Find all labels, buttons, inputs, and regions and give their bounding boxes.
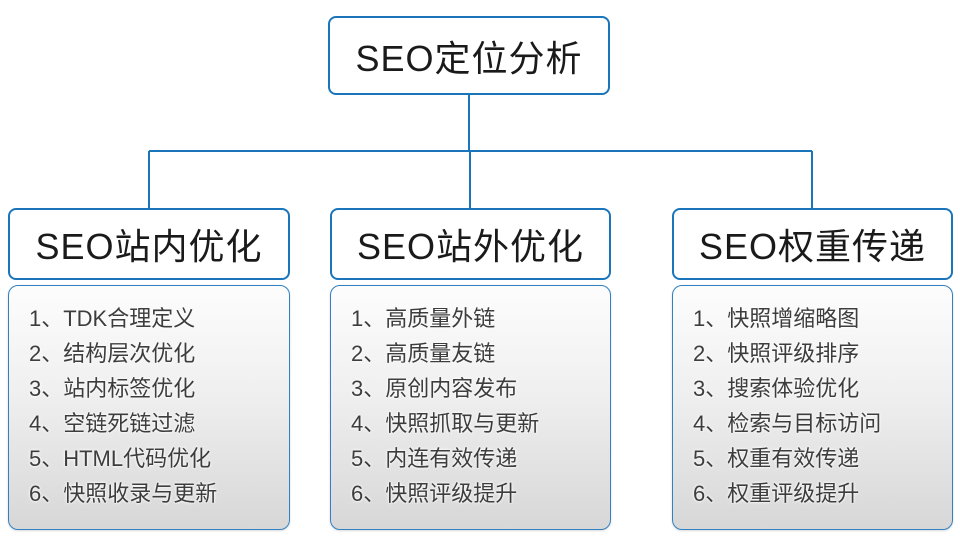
list-item: 4、快照抓取与更新 [351,411,540,436]
branch-title: SEO站内优化 [35,226,263,267]
branch-title: SEO权重传递 [698,226,927,267]
branch-title: SEO站外优化 [356,226,585,267]
branch-offsite: SEO站外优化 1、高质量外链 2、高质量友链 3、原创内容发布 4、快照抓取与… [330,208,611,530]
branch-weight: SEO权重传递 1、快照增缩略图 2、快照评级排序 3、搜索体验优化 4、检索与… [672,208,953,530]
list-item: 1、TDK合理定义 [29,306,196,331]
branch-node-weight: SEO权重传递 [672,208,953,280]
list-item: 4、空链死链过滤 [29,411,196,436]
list-item: 6、权重评级提升 [693,481,860,506]
branch-list-weight: 1、快照增缩略图 2、快照评级排序 3、搜索体验优化 4、检索与目标访问 5、权… [672,285,953,530]
root-node: SEO定位分析 [328,16,610,95]
list-item: 2、结构层次优化 [29,341,196,366]
branch-list-offsite: 1、高质量外链 2、高质量友链 3、原创内容发布 4、快照抓取与更新 5、内连有… [330,285,611,530]
list-item: 3、站内标签优化 [29,376,196,401]
branch-list-onsite: 1、TDK合理定义 2、结构层次优化 3、站内标签优化 4、空链死链过滤 5、H… [8,285,290,530]
list-item: 6、快照评级提升 [351,481,518,506]
list-item: 5、权重有效传递 [693,446,860,471]
list-item: 5、内连有效传递 [351,446,518,471]
list-item: 3、搜索体验优化 [693,376,860,401]
list-item: 6、快照收录与更新 [29,481,218,506]
list-item: 4、检索与目标访问 [693,411,882,436]
list-item: 2、高质量友链 [351,341,496,366]
list-item: 1、快照增缩略图 [693,306,860,331]
branch-node-offsite: SEO站外优化 [330,208,611,280]
root-node-label: SEO定位分析 [355,37,583,79]
list-item: 1、高质量外链 [351,306,496,331]
list-item: 5、HTML代码优化 [29,446,212,471]
list-item: 2、快照评级排序 [693,341,860,366]
branch-node-onsite: SEO站内优化 [8,208,290,280]
branch-onsite: SEO站内优化 1、TDK合理定义 2、结构层次优化 3、站内标签优化 4、空链… [8,208,290,530]
list-item: 3、原创内容发布 [351,376,518,401]
